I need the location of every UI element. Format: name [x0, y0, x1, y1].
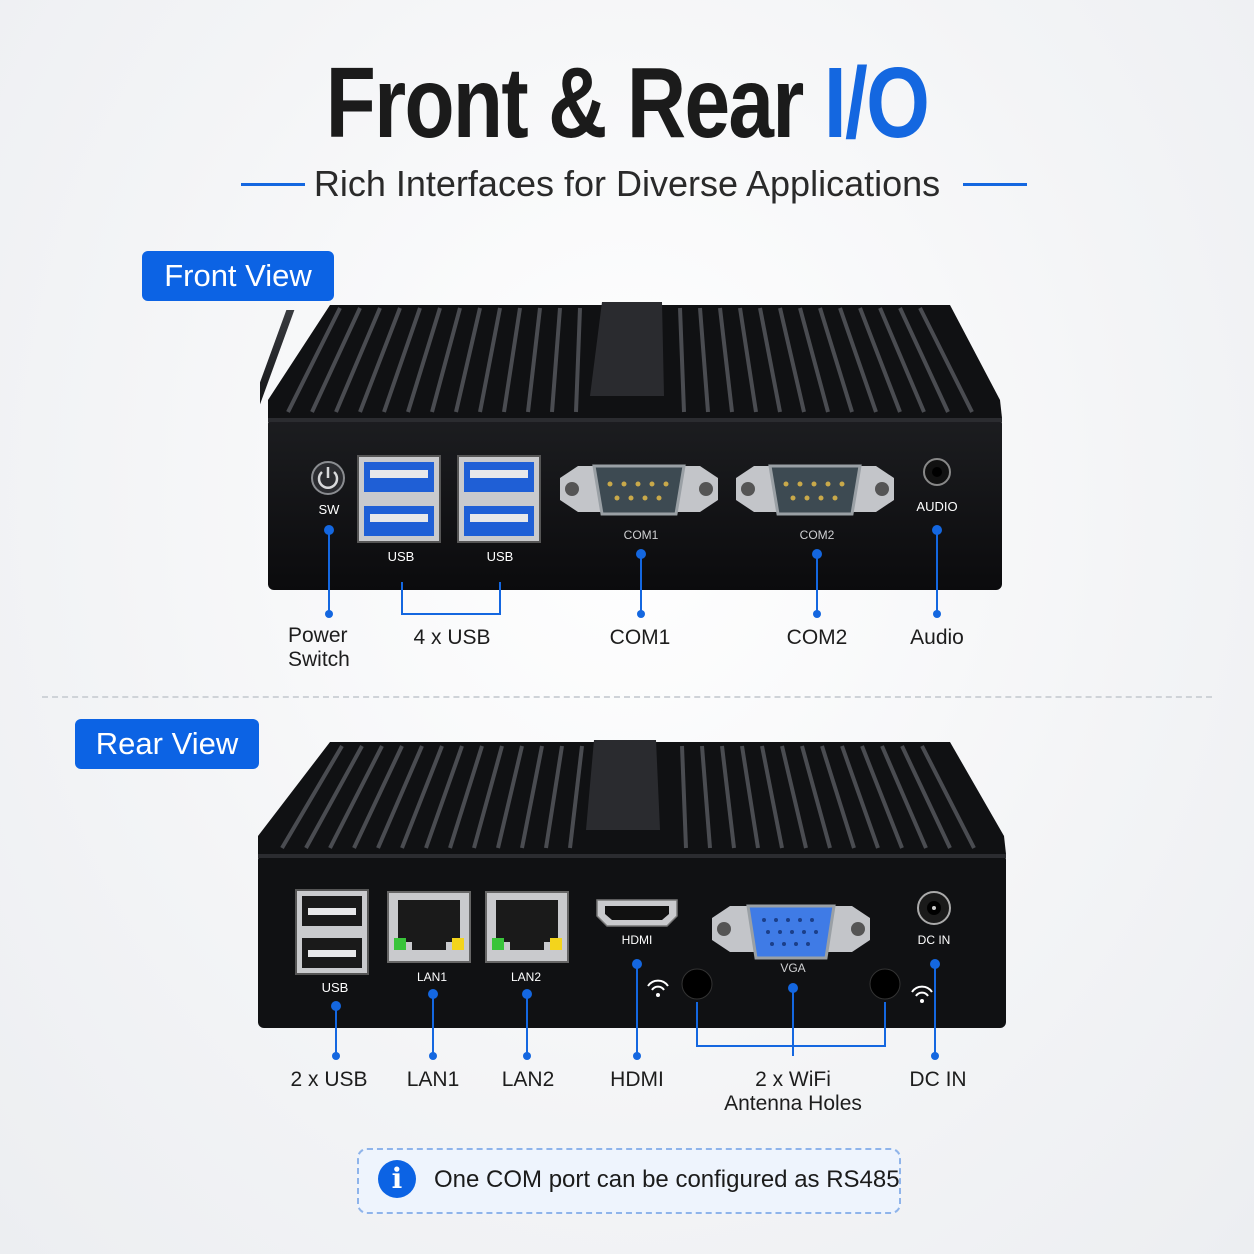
rear-lan2-port: [485, 891, 569, 963]
title-main: Front & Rear: [325, 47, 824, 159]
rear-usb-port: [295, 889, 369, 975]
rear-usb-label: USB: [322, 980, 349, 995]
callout-lan1: LAN1: [406, 1068, 460, 1091]
rear-dcin-label: DC IN: [918, 933, 951, 947]
front-com1-label: COM1: [624, 528, 659, 542]
callout-audio: Audio: [910, 626, 964, 649]
callout-power-line2: Switch: [288, 648, 350, 671]
front-com2-label: COM2: [800, 528, 835, 542]
callout-power-switch: Power Switch: [288, 624, 368, 672]
callout-2x-usb: 2 x USB: [290, 1068, 368, 1091]
callout-4x-usb: 4 x USB: [413, 626, 491, 649]
rear-hdmi-label: HDMI: [622, 933, 653, 947]
front-com2-port: [736, 464, 894, 516]
rear-callout-lines: [331, 959, 940, 1060]
rear-lan2-label: LAN2: [511, 970, 541, 984]
subtitle-line-left: [241, 183, 305, 186]
front-com1-port: [560, 464, 718, 516]
callout-wifi-line1: 2 x WiFi: [755, 1068, 831, 1091]
section-divider: [42, 696, 1212, 698]
front-view-badge: Front View: [142, 251, 334, 301]
front-audio-label: AUDIO: [916, 499, 957, 514]
rear-wifi-hole-2: [869, 968, 901, 1000]
note-box: [357, 1148, 901, 1214]
info-icon: i: [378, 1160, 416, 1198]
front-usb-port-2: [457, 455, 541, 543]
callout-wifi-holes: 2 x WiFi Antenna Holes: [703, 1068, 883, 1116]
rear-lan1-label: LAN1: [417, 970, 447, 984]
callout-com2: COM2: [786, 626, 848, 649]
page-title: Front & Rear I/O: [113, 48, 1141, 158]
front-usb-port-1: [357, 455, 441, 543]
callout-hdmi: HDMI: [610, 1068, 664, 1091]
rear-wifi-hole-1: [681, 968, 713, 1000]
wifi-icon: [647, 979, 669, 991]
rear-vga-label: VGA: [780, 961, 805, 975]
callout-lan2: LAN2: [501, 1068, 555, 1091]
note-text: One COM port can be configured as RS485: [434, 1166, 900, 1193]
front-sw-label: SW: [319, 502, 341, 517]
callout-wifi-line2: Antenna Holes: [724, 1092, 862, 1115]
front-usb-label-2: USB: [487, 549, 514, 564]
rear-view-badge: Rear View: [75, 719, 259, 769]
rear-device-illustration: USB LAN1 LAN2 HDMI VGA: [258, 740, 1006, 1028]
front-device-illustration: SW USB USB COM1 COM2 AUDIO: [260, 302, 1002, 590]
callout-com1: COM1: [609, 626, 671, 649]
rear-vga-port: [712, 904, 870, 960]
rear-lan1-port: [387, 891, 471, 963]
front-usb-label-1: USB: [388, 549, 415, 564]
subtitle-line-right: [963, 183, 1027, 186]
title-accent: I/O: [823, 47, 930, 159]
callout-power-line1: Power: [288, 624, 348, 647]
page-subtitle: Rich Interfaces for Diverse Applications: [313, 163, 941, 204]
callout-dcin: DC IN: [909, 1068, 967, 1091]
wifi-icon-2: [911, 985, 933, 997]
front-callout-lines: [324, 525, 942, 618]
